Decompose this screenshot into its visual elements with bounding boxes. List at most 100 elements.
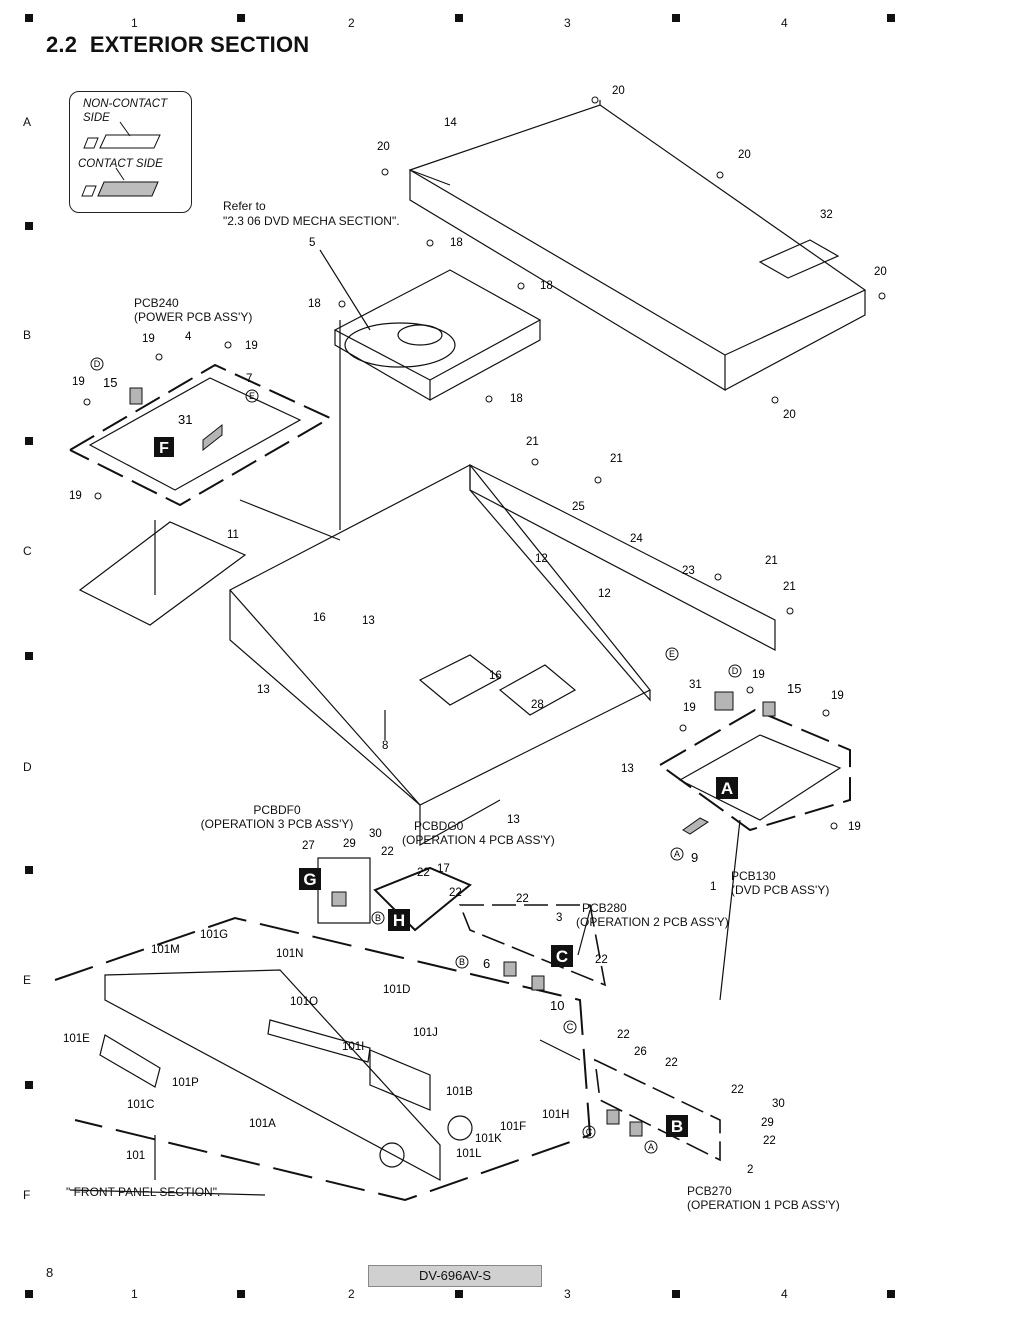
- part-label-12: 12: [535, 553, 548, 565]
- part-label-16: 16: [313, 612, 326, 624]
- top-cover: [408, 104, 867, 356]
- part-label-101i: 101I: [342, 1041, 364, 1053]
- registration-mark: [455, 14, 463, 22]
- part-label-22: 22: [763, 1135, 776, 1147]
- pcb-label-operation3: PCBDF0 (OPERATION 3 PCB ASS'Y): [192, 803, 362, 831]
- connector-mark-a: A: [674, 849, 680, 859]
- grid-row-label: A: [23, 115, 32, 129]
- screws: [83, 96, 886, 830]
- board-letter-h: H: [393, 911, 405, 930]
- power-pcb-outline: [69, 363, 333, 507]
- part-label-16: 16: [489, 670, 502, 682]
- pcb-code: PCBDF0: [253, 803, 301, 817]
- part-label-21: 21: [783, 581, 796, 593]
- refer-note-line2: "2.3 06 DVD MECHA SECTION".: [223, 214, 400, 228]
- part-label-19: 19: [72, 376, 85, 388]
- part-label-21: 21: [526, 436, 539, 448]
- registration-mark: [25, 437, 33, 445]
- board-badge-f: [154, 437, 174, 457]
- part-label-3: 3: [556, 912, 562, 924]
- pcb-code: PCBDG0: [414, 819, 464, 833]
- grid-row-label: B: [23, 328, 32, 342]
- grid-col-label: 4: [781, 1287, 788, 1301]
- part-label-101d: 101D: [383, 984, 411, 996]
- board-badge-a: [716, 777, 738, 799]
- part-label-101: 101: [126, 1150, 145, 1162]
- part-label-28: 28: [531, 699, 544, 711]
- board-letter-c: C: [556, 947, 568, 966]
- part-label-13: 13: [621, 763, 634, 775]
- part-label-18: 18: [540, 280, 553, 292]
- part-label-101l: 101L: [456, 1148, 482, 1160]
- registration-mark: [25, 866, 33, 874]
- part-label-15: 15: [787, 681, 801, 696]
- part-label-29: 29: [343, 838, 356, 850]
- part-label-31: 31: [178, 412, 192, 427]
- contact-tapes: [129, 387, 776, 1137]
- model-number: DV-696AV-S: [368, 1265, 542, 1287]
- part-label-101n: 101N: [276, 948, 304, 960]
- legend-non-contact-line2: SIDE: [83, 112, 110, 124]
- part-label-31: 31: [689, 679, 702, 691]
- connector-mark-d: D: [94, 359, 101, 369]
- part-label-4: 4: [185, 331, 192, 343]
- part-label-19: 19: [683, 702, 696, 714]
- part-label-19: 19: [752, 669, 765, 681]
- pcb-desc: (DVD PCB ASS'Y): [731, 883, 830, 897]
- registration-mark: [672, 1290, 680, 1298]
- board-badge-c: [551, 945, 573, 967]
- legend-contact: CONTACT SIDE: [78, 158, 163, 170]
- dvd-mecha: [333, 269, 542, 381]
- connector-mark-b: B: [375, 913, 381, 923]
- connector-marks: D E E D A B B C C A: [90, 357, 742, 1154]
- registration-mark: [25, 1081, 33, 1089]
- part-label-17: 17: [437, 863, 450, 875]
- part-label-101m: 101M: [151, 944, 180, 956]
- part-label-22: 22: [665, 1057, 678, 1069]
- part-label-13: 13: [362, 615, 375, 627]
- refer-note-line1: Refer to: [223, 199, 266, 213]
- part-label-13: 13: [507, 814, 520, 826]
- part-label-20: 20: [612, 85, 625, 97]
- board-letter-a: A: [721, 779, 733, 798]
- pcb-code: PCB280: [582, 901, 627, 915]
- grid-col-label: 1: [131, 1287, 138, 1301]
- pcb-code: PCB240: [134, 296, 179, 310]
- front-panel-outline: [54, 916, 592, 1202]
- registration-mark: [237, 14, 245, 22]
- grid-row-label: F: [23, 1188, 31, 1202]
- part-label-19: 19: [69, 490, 82, 502]
- part-label-20: 20: [377, 141, 390, 153]
- part-label-14: 14: [444, 117, 457, 129]
- part-callouts: 1 2 3 4 5 6 7 8 9 10 11 12 12 13 13 13 1…: [63, 85, 887, 1176]
- board-badges: F A G H C B: [154, 437, 738, 1137]
- part-label-29: 29: [761, 1117, 774, 1129]
- board-badge-b: [666, 1115, 688, 1137]
- pcb-desc: (OPERATION 3 PCB ASS'Y): [200, 817, 354, 831]
- connector-mark-b: B: [459, 957, 465, 967]
- part-label-101o: 101O: [290, 996, 318, 1008]
- part-label-30: 30: [369, 828, 382, 840]
- registration-mark: [672, 14, 680, 22]
- part-label-22: 22: [617, 1029, 630, 1041]
- part-label-101g: 101G: [200, 929, 228, 941]
- part-label-10: 10: [550, 998, 564, 1013]
- part-label-101c: 101C: [127, 1099, 155, 1111]
- section-name: EXTERIOR SECTION: [89, 32, 310, 57]
- operation2-pcb-outline: [458, 904, 607, 987]
- pcb-desc: (OPERATION 4 PCB ASS'Y): [402, 833, 555, 847]
- part-label-22: 22: [516, 893, 529, 905]
- part-label-23: 23: [682, 565, 695, 577]
- part-label-19: 19: [142, 333, 155, 345]
- pcb-code: PCB270: [687, 1184, 732, 1198]
- connector-mark-d: D: [732, 666, 739, 676]
- registration-mark: [25, 1290, 33, 1298]
- part-label-22: 22: [417, 867, 430, 879]
- grid-col-label: 3: [564, 1287, 571, 1301]
- pcb-label-operation2: PCB280 (OPERATION 2 PCB ASS'Y): [576, 901, 729, 929]
- part-label-101k: 101K: [475, 1133, 502, 1145]
- board-badge-h: [388, 909, 410, 931]
- part-label-20: 20: [738, 149, 751, 161]
- part-label-101e: 101E: [63, 1033, 90, 1045]
- front-panel: [104, 969, 441, 1182]
